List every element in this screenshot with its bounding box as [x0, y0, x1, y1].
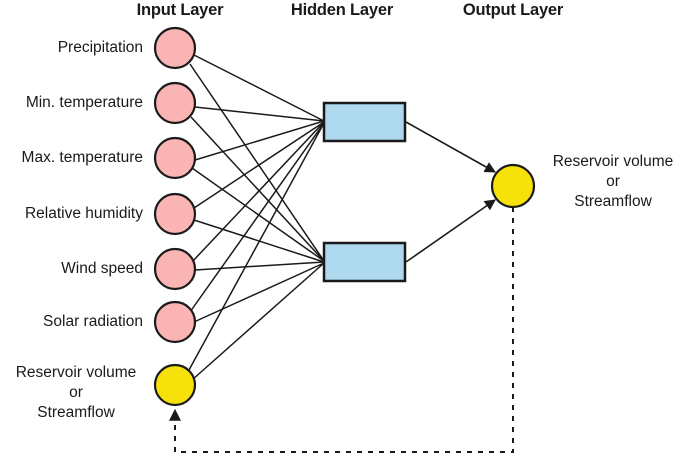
label-min-temperature: Min. temperature [25, 94, 143, 111]
input-node-solar-radiation [153, 300, 197, 344]
label-precipitation: Precipitation [57, 39, 143, 56]
hidden-node-box-1 [322, 101, 407, 143]
output-label-line-streamflow: Streamflow [574, 193, 652, 210]
input-node-precipitation [153, 26, 197, 70]
input-node-relative-humidity [153, 192, 197, 236]
input-node-circles [153, 26, 197, 407]
input-node-max-temperature [153, 136, 197, 180]
output-node-reservoir-streamflow [490, 163, 536, 209]
label-wind-speed: Wind speed [61, 260, 143, 277]
edges-input-to-hidden-1 [188, 54, 325, 371]
hidden-node-box-2 [322, 241, 407, 283]
input-node-min-temperature [153, 81, 197, 125]
edges-input-to-hidden-2 [189, 63, 325, 381]
feedback-loop-dashed [169, 207, 514, 453]
input-node-reservoir-streamflow [153, 363, 197, 407]
label-input-reservoir-streamflow: Reservoir volume or Streamflow [0, 363, 152, 423]
label-max-temperature: Max. temperature [21, 149, 143, 166]
label-line-or: or [69, 384, 83, 401]
label-output-reservoir-streamflow: Reservoir volume or Streamflow [541, 152, 685, 212]
label-line-reservoir-volume: Reservoir volume [15, 364, 137, 381]
label-solar-radiation: Solar radiation [43, 313, 143, 330]
edges-hidden-to-output [405, 121, 496, 263]
header-input-layer: Input Layer [136, 1, 224, 19]
label-line-streamflow: Streamflow [37, 404, 115, 421]
output-label-line-reservoir-volume: Reservoir volume [552, 153, 674, 170]
input-node-wind-speed [153, 247, 197, 291]
output-label-line-or: or [606, 173, 620, 190]
header-hidden-layer: Hidden Layer [290, 1, 394, 19]
label-relative-humidity: Relative humidity [24, 205, 143, 222]
header-output-layer: Output Layer [462, 1, 564, 19]
